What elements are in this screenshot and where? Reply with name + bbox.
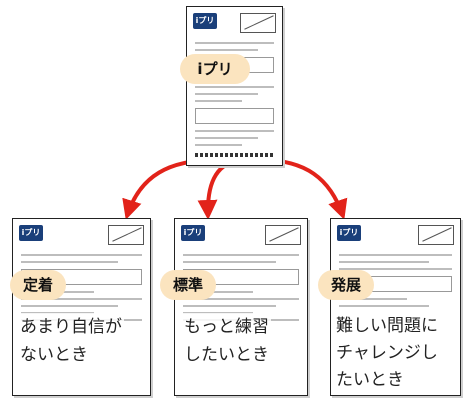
variant-worksheet-teichaku: iプリ [12, 218, 151, 396]
caption-hyojun: もっと練習 したいとき [182, 313, 271, 369]
arrow-to-right [261, 158, 348, 220]
variant-worksheet-hyojun: iプリ [174, 218, 308, 396]
main-label: iプリ [180, 54, 250, 84]
barcode [195, 153, 274, 157]
name-box [265, 225, 301, 245]
caption-line: チャレンジし [336, 343, 438, 363]
iプリ-logo: iプリ [193, 13, 217, 29]
name-box [108, 225, 144, 245]
name-box [240, 13, 276, 33]
caption-line: もっと練習 [184, 317, 269, 337]
level-badge-hatten: 発展 [318, 270, 374, 300]
caption-line: たいとき [336, 370, 404, 390]
caption-line: したいとき [184, 345, 269, 365]
iプリ-logo: iプリ [337, 225, 361, 241]
arrow-to-center [197, 158, 239, 220]
name-box [418, 225, 454, 245]
caption-teichaku: あまり自信が ないとき [18, 313, 124, 369]
worksheet-lines [195, 37, 274, 146]
caption-hatten: 難しい問題に チャレンジし たいとき [334, 313, 440, 394]
iプリ-logo: iプリ [181, 225, 205, 241]
arrow-to-left [122, 158, 216, 220]
level-badge-teichaku: 定着 [10, 270, 66, 300]
level-badge-hyojun: 標準 [160, 270, 216, 300]
caption-line: 難しい問題に [336, 316, 438, 336]
iプリ-logo: iプリ [19, 225, 43, 241]
caption-line: あまり自信が [20, 317, 122, 337]
main-worksheet: iプリ [186, 6, 283, 166]
caption-line: ないとき [20, 345, 88, 365]
